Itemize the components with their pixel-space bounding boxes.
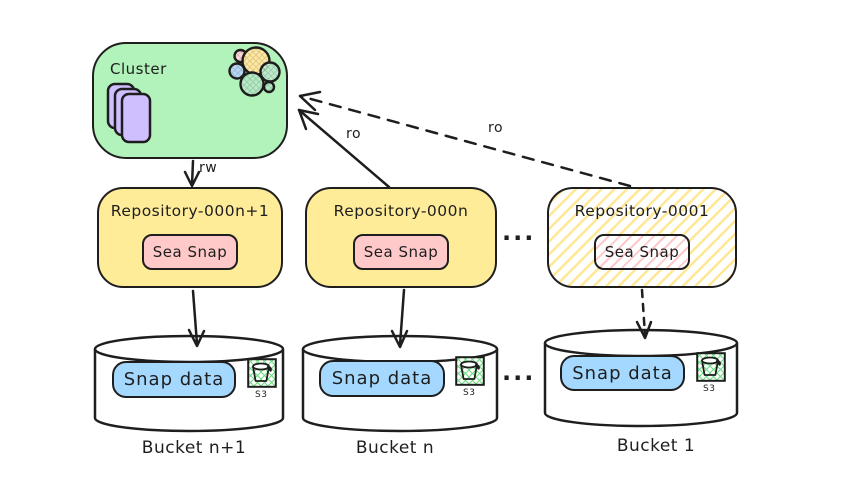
ro-arrow-solid <box>297 108 391 189</box>
repos-ellipsis: ... <box>502 218 536 246</box>
s3-bucket-icon <box>696 352 726 382</box>
s3-icon-label: S3 <box>703 384 716 394</box>
cluster-label: Cluster <box>110 60 167 78</box>
snap-data-pill: Snap data <box>112 361 236 398</box>
rw-edge-label: rw <box>199 160 218 176</box>
snap-data-pill: Snap data <box>560 355 685 391</box>
repository-node-0001: Repository-0001 Sea Snap <box>547 187 737 288</box>
rw-arrow <box>183 159 201 188</box>
s3-bucket-icon <box>455 356 485 386</box>
ro-edge-label-solid: ro <box>346 126 362 142</box>
bucket-caption: Bucket 1 <box>616 436 696 456</box>
sea-snap-badge: Sea Snap <box>594 234 690 270</box>
bucket-caption: Bucket n+1 <box>141 438 247 458</box>
s3-icon-label: S3 <box>255 390 268 400</box>
sea-snap-badge: Sea Snap <box>353 234 449 270</box>
s3-bucket-icon <box>247 358 277 388</box>
repository-node-000n: Repository-000n Sea Snap <box>305 187 497 288</box>
s3-icon-label: S3 <box>463 388 476 398</box>
repo-to-bucket-arrow <box>187 289 206 348</box>
repository-label: Repository-000n <box>333 202 469 220</box>
repository-node-000n-plus-1: Repository-000n+1 Sea Snap <box>97 187 283 288</box>
cluster-node: Cluster <box>92 42 288 159</box>
sea-snap-badge: Sea Snap <box>142 234 238 270</box>
repo-to-bucket-arrow-dashed <box>635 288 653 340</box>
repository-label: Repository-000n+1 <box>110 202 270 220</box>
ro-edge-label-dashed: ro <box>488 120 504 136</box>
snap-data-pill: Snap data <box>319 360 445 397</box>
repo-to-bucket-arrow <box>390 288 409 349</box>
repository-label: Repository-0001 <box>574 202 710 220</box>
buckets-ellipsis: ... <box>502 358 536 386</box>
bucket-caption: Bucket n <box>355 438 435 458</box>
